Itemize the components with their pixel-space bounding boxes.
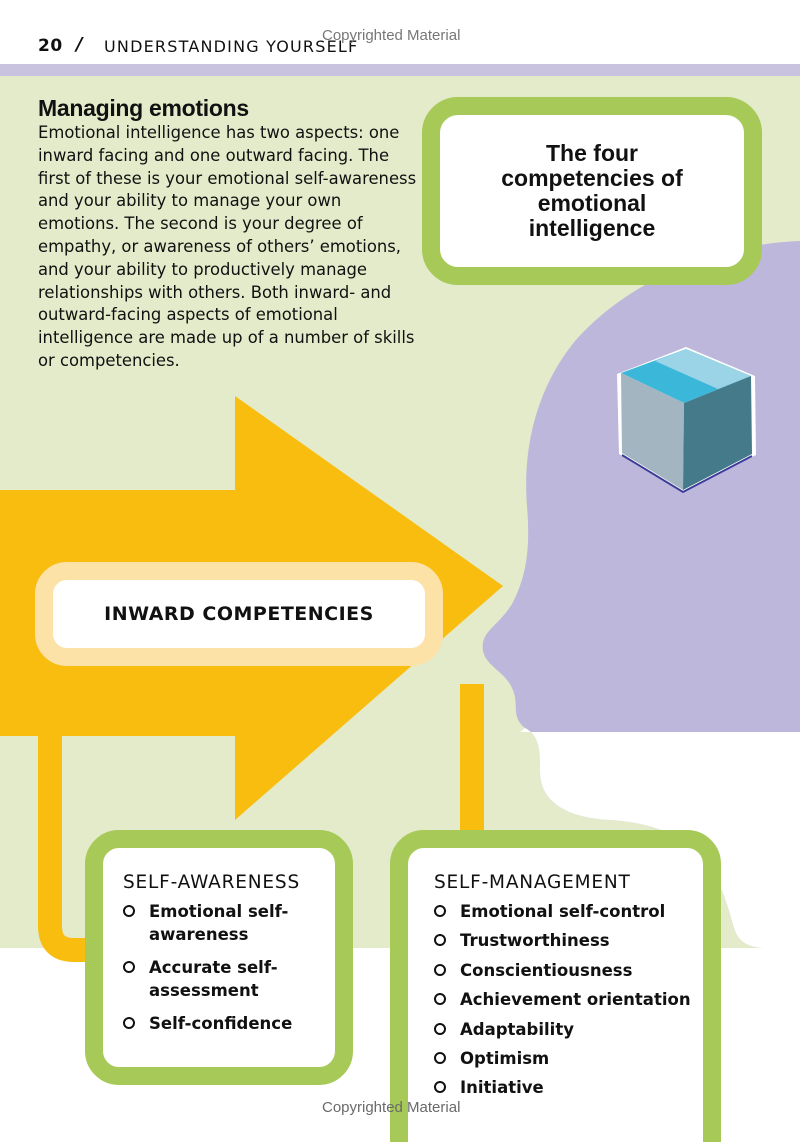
- self-awareness-card: SELF-AWARENESS Emotional self-awareness …: [85, 830, 353, 1085]
- list-item-label: Self-confidence: [149, 1014, 293, 1033]
- list-item: Trustworthiness: [434, 929, 714, 952]
- intro-paragraph: Emotional intelligence has two aspects: …: [38, 123, 417, 370]
- list-item: Adaptability: [434, 1018, 714, 1041]
- bullet-circle-icon: [434, 993, 446, 1006]
- list-item: Initiative: [434, 1076, 714, 1099]
- section-title: UNDERSTANDING YOURSELF: [104, 37, 359, 56]
- list-item-label: Conscientiousness: [460, 960, 633, 980]
- self-management-card: SELF-MANAGEMENT Emotional self-control T…: [390, 830, 721, 1142]
- list-item: Emotional self-control: [434, 900, 714, 923]
- inward-competencies-label: INWARD COMPETENCIES: [104, 603, 374, 625]
- header-rule: [0, 64, 800, 76]
- page-header: 20 / UNDERSTANDING YOURSELF: [0, 0, 800, 64]
- list-item-label: Initiative: [460, 1078, 544, 1098]
- list-item: Conscientiousness: [434, 959, 714, 982]
- self-management-list: Emotional self-control Trustworthiness C…: [434, 900, 714, 1106]
- cube-icon: [617, 347, 756, 497]
- list-item-label: Trustworthiness: [460, 931, 610, 951]
- inward-competencies-box: INWARD COMPETENCIES: [35, 562, 443, 666]
- connector-left: [38, 736, 97, 962]
- bullet-circle-icon: [434, 1022, 446, 1035]
- figure-title: The four competencies of emotional intel…: [501, 140, 683, 241]
- bullet-circle-icon: [434, 1051, 446, 1064]
- watermark-bottom: Copyrighted Material: [322, 1099, 461, 1116]
- bullet-circle-icon: [434, 1081, 446, 1094]
- self-awareness-title: SELF-AWARENESS: [123, 872, 300, 893]
- list-item-label: Optimism: [460, 1048, 550, 1068]
- list-item-label: Adaptability: [460, 1019, 574, 1039]
- bullet-circle-icon: [434, 905, 446, 917]
- bullet-circle-icon: [123, 1017, 135, 1029]
- title-box: The four competencies of emotional intel…: [422, 97, 762, 285]
- list-item-label: Achievement orientation: [460, 990, 691, 1010]
- list-item: Achievement orientation: [434, 988, 714, 1011]
- white-lower-area: [0, 728, 800, 948]
- page-number: 20: [38, 36, 63, 56]
- list-item: Self-confidence: [123, 1012, 333, 1035]
- intro-heading: Managing emotions: [38, 95, 249, 121]
- list-item-label: Emotional self-control: [460, 902, 666, 921]
- bullet-circle-icon: [123, 961, 135, 973]
- bullet-circle-icon: [123, 905, 135, 917]
- list-item: Accurate self-assessment: [123, 956, 333, 1002]
- self-management-title: SELF-MANAGEMENT: [434, 872, 631, 893]
- list-item-label: Accurate self-assessment: [149, 958, 278, 1000]
- bullet-circle-icon: [434, 963, 446, 976]
- list-item-label: Emotional self-awareness: [149, 902, 289, 944]
- list-item: Optimism: [434, 1047, 714, 1070]
- self-awareness-list: Emotional self-awareness Accurate self-a…: [123, 900, 333, 1045]
- list-item: Emotional self-awareness: [123, 900, 333, 946]
- watermark-top: Copyrighted Material: [322, 27, 461, 44]
- header-separator: /: [76, 34, 83, 55]
- bullet-circle-icon: [434, 934, 446, 947]
